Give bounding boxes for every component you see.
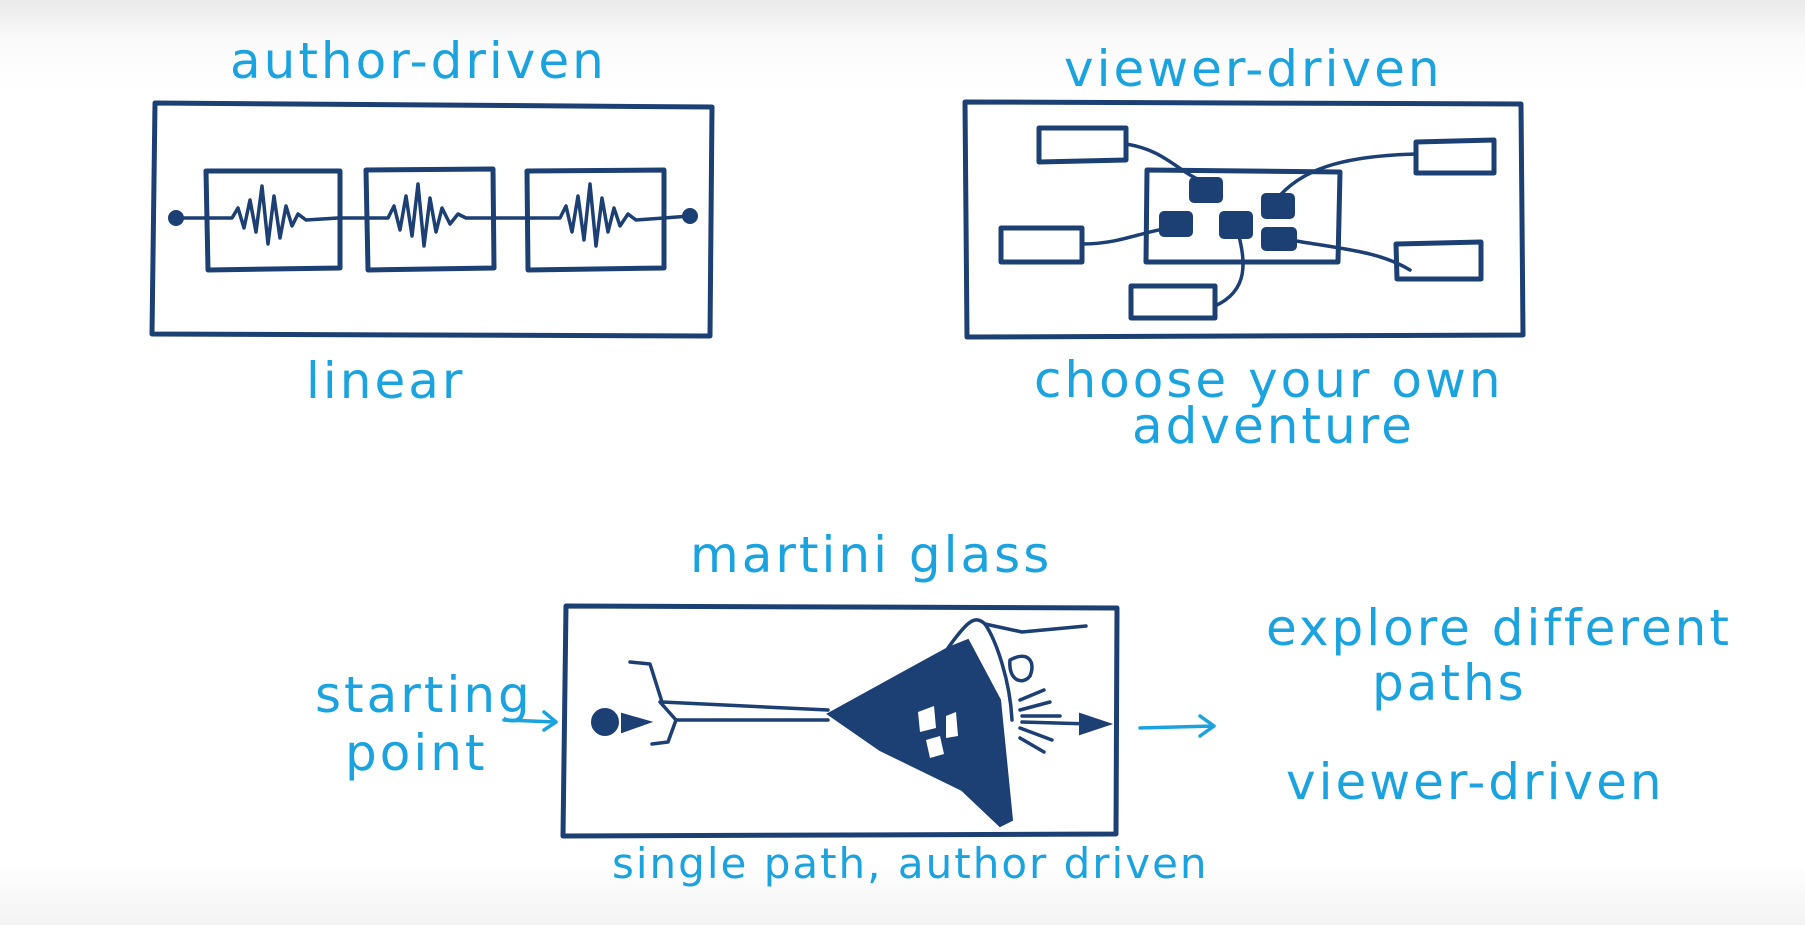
node-icon <box>1219 211 1253 239</box>
martini-glass-title: martini glass <box>690 526 1052 584</box>
waveform-icon <box>526 182 666 248</box>
single-path-label: single path, author driven <box>612 839 1209 888</box>
explore-paths-line1: explore different <box>1266 599 1732 657</box>
starting-point-line1: starting <box>315 666 533 724</box>
linear-frame <box>149 100 715 339</box>
start-point-icon <box>591 708 619 736</box>
arrow-icon <box>621 712 654 734</box>
linear-label: linear <box>306 352 465 410</box>
starting-point-line2: point <box>345 724 488 782</box>
option-box-bottom <box>1128 283 1218 321</box>
path-connector <box>1124 142 1206 184</box>
waveform-icon <box>366 182 494 248</box>
viewer-driven-top-title: viewer-driven <box>1064 40 1443 98</box>
linear-step-2 <box>363 166 497 273</box>
linear-step-3 <box>524 167 667 273</box>
node-icon <box>1159 211 1193 237</box>
node-icon <box>1261 227 1297 251</box>
adventure-diagram <box>962 99 1526 340</box>
option-box-top-left <box>1036 125 1129 165</box>
choose-adventure-line1: choose your own <box>1034 351 1504 409</box>
path-connector <box>1080 226 1172 246</box>
start-dot-icon <box>168 210 184 226</box>
linear-connector <box>174 214 692 220</box>
martini-stem <box>628 660 830 712</box>
path-connector <box>1274 152 1418 202</box>
viewer-driven-bottom-label: viewer-driven <box>1286 753 1665 811</box>
exit-arrow-line <box>1020 720 1092 726</box>
node-icon <box>1189 177 1223 203</box>
martini-diagram <box>560 603 1120 839</box>
author-driven-title: author-driven <box>230 32 607 90</box>
path-connector <box>1288 238 1412 272</box>
waveform-icon <box>206 184 340 246</box>
adventure-frame <box>962 99 1526 340</box>
arrow-icon <box>1079 712 1114 736</box>
linear-step-1 <box>203 168 343 273</box>
option-box-left <box>998 225 1085 265</box>
explore-paths-line2: paths <box>1372 654 1527 712</box>
martini-frame <box>560 603 1120 839</box>
martini-stem <box>650 718 830 746</box>
node-icon <box>1261 193 1295 219</box>
arrow-icon <box>502 710 558 732</box>
option-box-top-right <box>1413 137 1497 176</box>
martini-glass-icon <box>826 638 1014 828</box>
option-box-right <box>1393 239 1484 282</box>
linear-diagram <box>149 100 715 339</box>
choose-adventure-line2: adventure <box>1132 397 1415 455</box>
path-connector <box>1213 230 1245 308</box>
end-dot-icon <box>682 208 698 224</box>
arrow-icon <box>1138 714 1216 738</box>
